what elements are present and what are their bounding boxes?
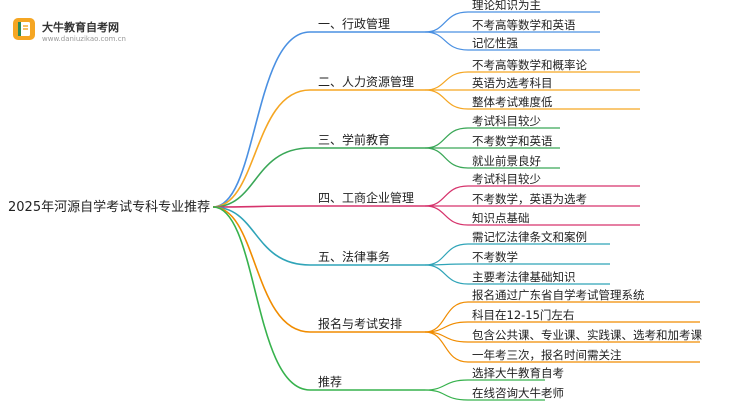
branch-to-leaf-link — [424, 379, 469, 391]
site-logo[interactable]: 大牛教育自考网 www.daniuzikao.com.cn — [6, 8, 156, 48]
leaf-topic[interactable]: 记忆性强 — [472, 36, 518, 50]
logo-site-url: www.daniuzikao.com.cn — [42, 35, 126, 43]
branch-topic[interactable]: 一、行政管理 — [318, 16, 390, 31]
leaf-topic[interactable]: 需记忆法律条文和案例 — [472, 230, 587, 244]
leaf-topic[interactable]: 知识点基础 — [472, 211, 530, 225]
branch-to-leaf-link — [424, 147, 469, 169]
branch-to-leaf-link — [424, 89, 469, 110]
branch-to-leaf-link — [424, 389, 469, 401]
branch-topic[interactable]: 五、法律事务 — [318, 249, 390, 264]
branch-to-leaf-link — [424, 264, 469, 285]
branch-to-leaf-link — [424, 301, 469, 333]
logo-brand: 大牛教育自考网 — [42, 21, 119, 34]
leaf-topic[interactable]: 理论知识为主 — [472, 0, 541, 12]
root-to-branch-link — [212, 89, 311, 208]
leaf-topic[interactable]: 不考数学，英语为选考 — [472, 192, 587, 206]
leaf-topic[interactable]: 选择大牛教育自考 — [472, 366, 564, 380]
branch-topic[interactable]: 四、工商企业管理 — [318, 190, 414, 205]
root-to-branch-link — [212, 205, 311, 208]
root-to-branch-link — [212, 206, 311, 333]
leaf-topic[interactable]: 考试科目较少 — [472, 172, 541, 186]
root-topic: 2025年河源自学考试专科专业推荐 — [8, 199, 210, 215]
book-icon — [13, 18, 35, 40]
branch-to-leaf-link — [424, 185, 469, 207]
leaf-topic[interactable]: 不考高等数学和英语 — [472, 18, 576, 32]
branch-to-leaf-link — [424, 31, 469, 51]
root-to-branch-link — [212, 31, 311, 208]
root-to-branch-link — [212, 206, 311, 266]
leaf-topic[interactable]: 科目在12-15门左右 — [472, 308, 574, 322]
leaf-topic[interactable]: 英语为选考科目 — [472, 76, 553, 90]
branch-to-leaf-link — [424, 243, 469, 266]
branch-topic[interactable]: 二、人力资源管理 — [318, 74, 414, 89]
branch-to-leaf-link — [424, 331, 469, 363]
leaf-topic[interactable]: 主要考法律基础知识 — [472, 270, 576, 284]
branch-to-leaf-link — [424, 127, 469, 149]
leaf-topic[interactable]: 不考高等数学和概率论 — [472, 58, 587, 72]
leaf-topic[interactable]: 不考数学和英语 — [472, 134, 553, 148]
root-to-branch-link — [212, 206, 311, 391]
branch-topic[interactable]: 报名与考试安排 — [318, 316, 402, 331]
leaf-topic[interactable]: 报名通过广东省自学考试管理系统 — [472, 288, 645, 302]
branch-to-leaf-link — [424, 205, 469, 226]
leaf-topic[interactable]: 在线咨询大牛老师 — [472, 386, 564, 400]
branch-topic[interactable]: 三、学前教育 — [318, 132, 390, 147]
leaf-topic[interactable]: 不考数学 — [472, 250, 518, 264]
mind-map-links — [212, 11, 700, 401]
root-to-branch-link — [212, 147, 311, 208]
mind-map-nodes: 2025年河源自学考试专科专业推荐 一、行政管理 理论知识为主不考高等数学和英语记忆… — [8, 0, 702, 400]
leaf-topic[interactable]: 就业前景良好 — [472, 154, 541, 168]
branch-to-leaf-link — [424, 11, 469, 33]
leaf-topic[interactable]: 整体考试难度低 — [472, 95, 553, 109]
leaf-topic[interactable]: 包含公共课、专业课、实践课、选考和加考课 — [472, 328, 702, 342]
branch-to-leaf-link — [424, 71, 469, 91]
leaf-topic[interactable]: 一年考三次，报名时间需关注 — [472, 348, 622, 362]
leaf-topic[interactable]: 考试科目较少 — [472, 114, 541, 128]
branch-topic[interactable]: 推荐 — [318, 375, 342, 389]
